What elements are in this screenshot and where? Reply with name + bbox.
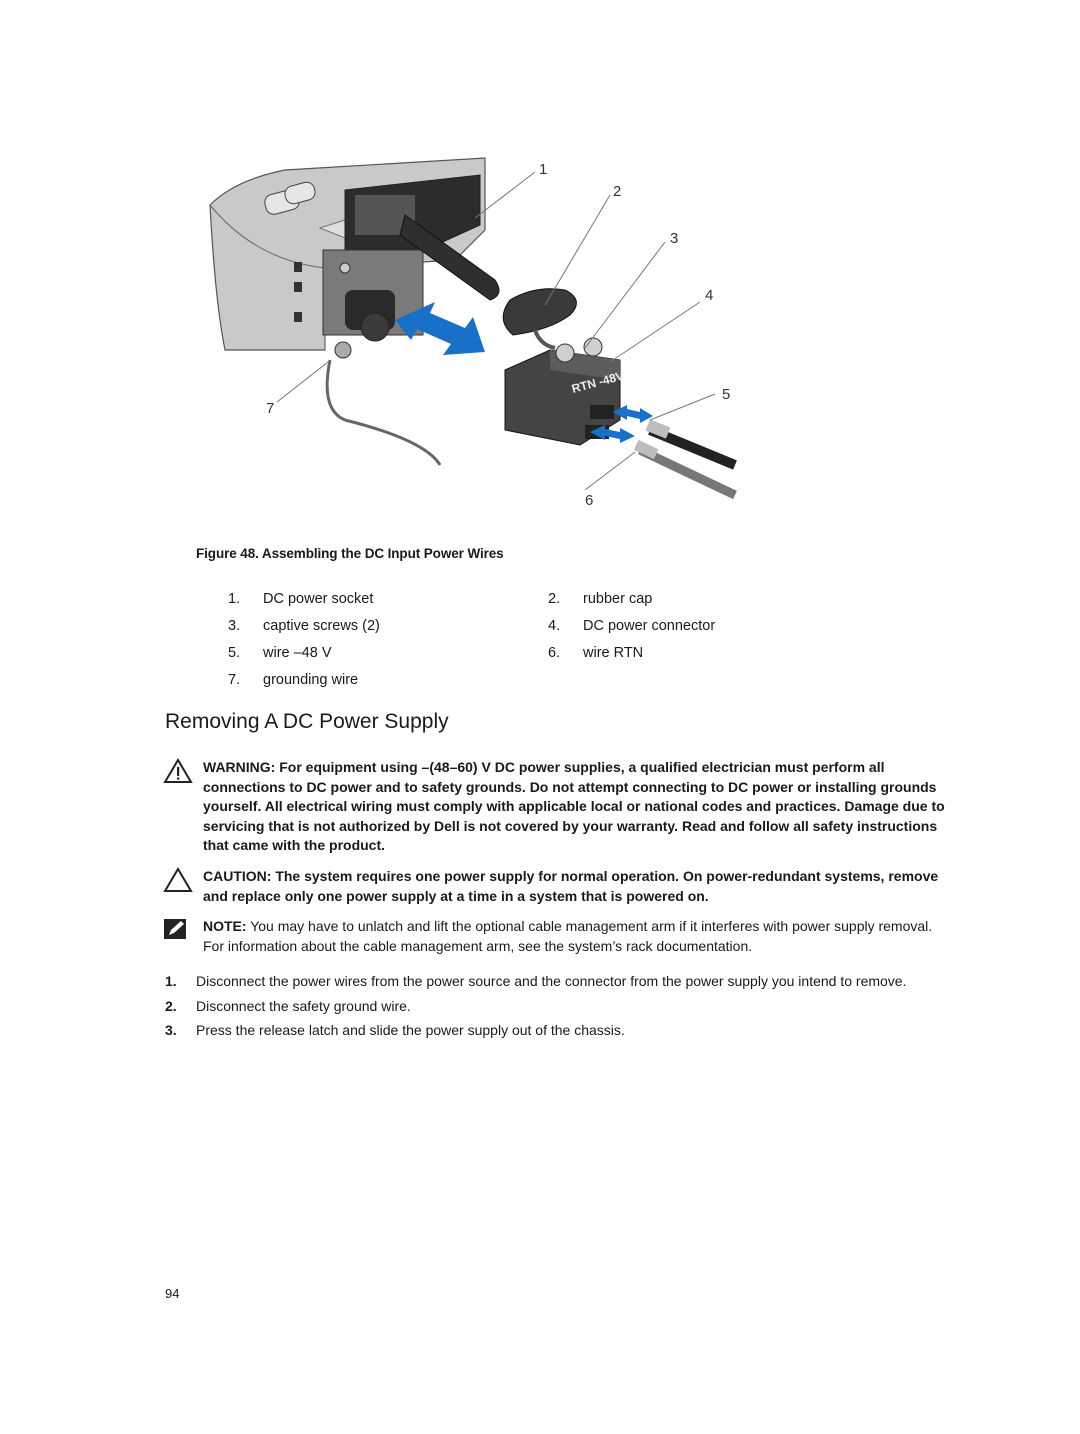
insert-direction-arrow — [395, 302, 485, 355]
note-body: NOTE: You may have to unlatch and lift t… — [203, 917, 953, 956]
step-text: Disconnect the power wires from the powe… — [196, 973, 907, 989]
step-number: 2. — [165, 997, 177, 1014]
legend-item: 1. DC power socket — [228, 591, 548, 607]
page-number: 94 — [165, 1286, 180, 1301]
section-title: Removing A DC Power Supply — [165, 710, 449, 733]
callout-5: 5 — [722, 386, 730, 403]
legend-label: wire RTN — [583, 644, 644, 661]
note-prefix: NOTE: — [203, 918, 247, 934]
legend-label: DC power connector — [583, 617, 716, 634]
figure-legend: 1. DC power socket 2. rubber cap 3. captive… — [228, 585, 868, 693]
legend-num: 6. — [548, 644, 561, 661]
caution-icon — [163, 867, 203, 906]
legend-row: 7. grounding wire — [228, 666, 868, 693]
figure-dc-input-power-wires: RTN -48V 1 2 3 4 5 6 7 — [195, 150, 755, 520]
legend-item: 6. wire RTN — [548, 645, 868, 661]
legend-label: captive screws (2) — [263, 617, 380, 634]
legend-item: 7. grounding wire — [228, 672, 612, 688]
legend-label: DC power socket — [263, 590, 374, 607]
step-item: 3. Press the release latch and slide the … — [165, 1021, 925, 1041]
warning-text: WARNING: For equipment using –(48–60) V … — [203, 759, 945, 854]
legend-num: 2. — [548, 590, 561, 607]
caution-text: CAUTION: The system requires one power s… — [203, 868, 939, 904]
legend-label: wire –48 V — [263, 644, 332, 661]
warning-icon — [163, 758, 203, 856]
callout-1: 1 — [539, 161, 547, 178]
callout-3: 3 — [670, 230, 678, 247]
legend-item: 4. DC power connector — [548, 618, 868, 634]
note-notice: NOTE: You may have to unlatch and lift t… — [163, 917, 953, 956]
legend-row: 5. wire –48 V 6. wire RTN — [228, 639, 868, 666]
legend-num: 5. — [228, 644, 241, 661]
callout-7: 7 — [266, 400, 274, 417]
legend-label: rubber cap — [583, 590, 653, 607]
figure-caption: Figure 48. Assembling the DC Input Power… — [196, 546, 504, 561]
legend-row: 1. DC power socket 2. rubber cap — [228, 585, 868, 612]
note-pencil-icon — [163, 917, 203, 956]
legend-row: 3. captive screws (2) 4. DC power connecto… — [228, 612, 868, 639]
legend-item: 2. rubber cap — [548, 591, 868, 607]
caution-notice: CAUTION: The system requires one power s… — [163, 867, 953, 906]
step-text: Press the release latch and slide the po… — [196, 1022, 625, 1039]
note-text: You may have to unlatch and lift the opt… — [203, 918, 933, 954]
legend-label: grounding wire — [263, 671, 359, 688]
dc-power-illustration: RTN -48V 1 2 3 4 5 6 7 — [209, 157, 737, 509]
step-item: 1. Disconnect the power wires from the po… — [165, 972, 925, 992]
legend-item: 3. captive screws (2) — [228, 618, 548, 634]
procedure-steps: 1. Disconnect the power wires from the po… — [165, 972, 925, 1046]
step-number: 3. — [165, 1022, 177, 1039]
legend-num: 1. — [228, 590, 241, 607]
step-number: 1. — [165, 973, 177, 989]
legend-num: 3. — [228, 617, 241, 634]
legend-num: 4. — [548, 617, 561, 634]
legend-num: 7. — [228, 671, 241, 688]
legend-item: 5. wire –48 V — [228, 645, 548, 661]
warning-notice: WARNING: For equipment using –(48–60) V … — [163, 758, 953, 856]
step-text: Disconnect the safety ground wire. — [196, 997, 411, 1014]
step-item: 2. Disconnect the safety ground wire. — [165, 997, 925, 1017]
callout-2: 2 — [613, 183, 621, 200]
callout-4: 4 — [705, 287, 713, 304]
callout-6: 6 — [585, 492, 593, 509]
